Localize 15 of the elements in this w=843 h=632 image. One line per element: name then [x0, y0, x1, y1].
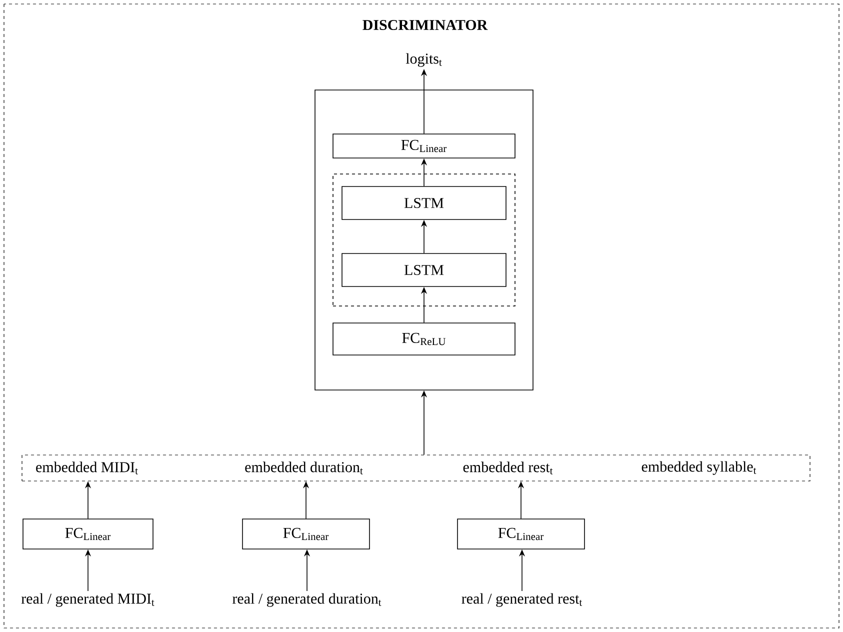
output-label: logits$_{t}$ — [406, 53, 442, 67]
layer-box: FC$_{Linear}$ — [242, 518, 370, 550]
input-label: real / generated MIDI$_{t}$ — [21, 593, 154, 607]
embedding-band: embedded MIDI$_{t}$ embedded duration$_{t}$ embedded rest$_{t}$ embedded syllable$_{t}$ — [22, 454, 810, 482]
layer-box: FC$_{Linear}$ — [332, 134, 516, 158]
title: DISCRIMINATOR — [362, 20, 488, 30]
layer-box: FC$_{Linear}$ — [457, 518, 585, 550]
input-label: real / generated duration$_{t}$ — [232, 593, 382, 607]
layer-box: LSTM — [342, 186, 506, 220]
group-box — [332, 174, 516, 306]
model-box — [314, 90, 534, 390]
layer-box: FC$_{Linear}$ — [22, 518, 154, 550]
input-label: real / generated rest$_{t}$ — [462, 593, 582, 607]
layer-box: FC$_{ReLU}$ — [332, 322, 516, 356]
layer-box: LSTM — [342, 253, 506, 287]
